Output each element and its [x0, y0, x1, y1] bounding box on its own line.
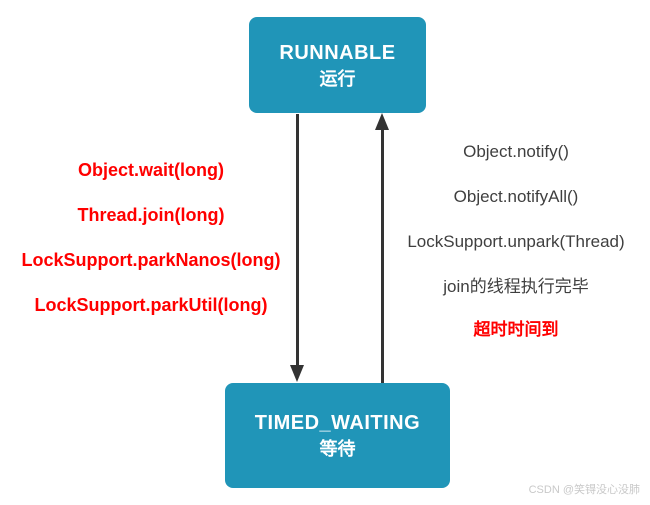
state-title-runnable: RUNNABLE — [279, 41, 396, 64]
arrow-timed-waiting-to-runnable — [375, 113, 389, 383]
left-transition-labels: Object.wait(long) Thread.join(long) Lock… — [0, 161, 302, 314]
label-object-notifyall: Object.notifyAll() — [453, 187, 579, 206]
label-join-thread-finished: join的线程执行完毕 — [443, 277, 589, 296]
arrowhead-up-icon — [375, 113, 389, 130]
right-transition-labels: Object.notify() Object.notifyAll() LockS… — [382, 143, 650, 339]
state-node-timed-waiting: TIMED_WAITING 等待 — [225, 383, 450, 488]
label-locksupport-unpark: LockSupport.unpark(Thread) — [407, 232, 625, 251]
state-subtitle-timed-waiting: 等待 — [319, 439, 356, 459]
arrow-line-down — [295, 114, 299, 365]
arrow-line-up — [380, 130, 384, 383]
label-timeout-reached: 超时时间到 — [473, 320, 559, 339]
state-subtitle-runnable: 运行 — [319, 68, 356, 89]
label-locksupport-parknanos: LockSupport.parkNanos(long) — [21, 250, 281, 270]
label-locksupport-parkutil: LockSupport.parkUtil(long) — [34, 295, 268, 315]
label-object-notify: Object.notify() — [463, 142, 569, 161]
label-object-wait: Object.wait(long) — [78, 160, 224, 180]
arrowhead-down-icon — [290, 365, 304, 382]
state-node-runnable: RUNNABLE 运行 — [249, 17, 426, 113]
arrow-runnable-to-timed-waiting — [290, 114, 304, 382]
label-thread-join: Thread.join(long) — [77, 205, 225, 225]
watermark: CSDN @笑锝没心没肺 — [528, 484, 640, 496]
state-title-timed-waiting: TIMED_WAITING — [254, 412, 421, 434]
